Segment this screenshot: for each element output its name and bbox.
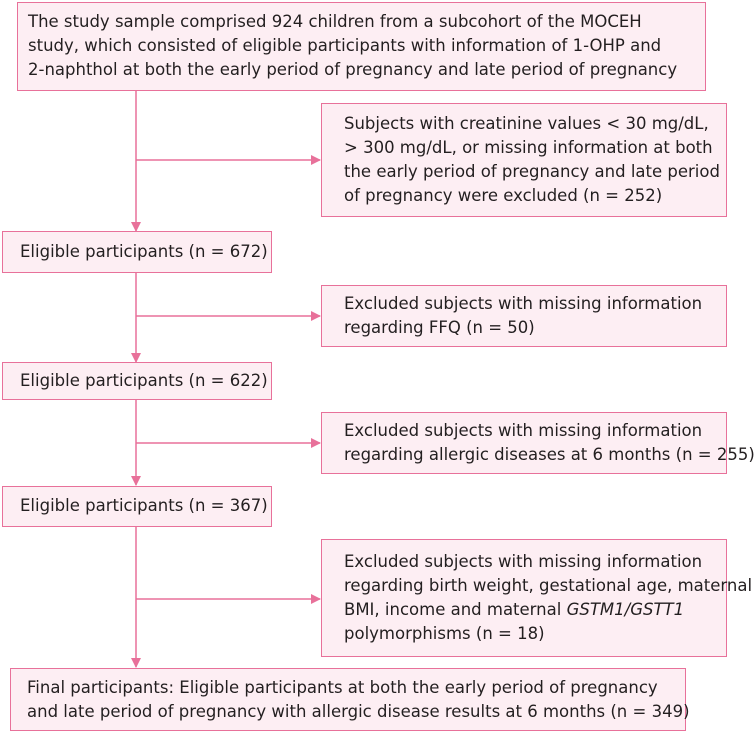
exclusion-1-line-1: Subjects with creatinine values < 30 mg/… — [344, 114, 709, 133]
eligible-box-1: Eligible participants (n = 672) — [2, 231, 272, 273]
start-line-1: The study sample comprised 924 children … — [28, 12, 642, 31]
exclusion-box-4: Excluded subjects with missing informati… — [321, 539, 753, 657]
start-line-3: 2-naphthol at both the early period of p… — [28, 60, 678, 79]
eligible-box-2: Eligible participants (n = 622) — [2, 362, 272, 400]
start-line-2: study, which consisted of eligible parti… — [28, 36, 662, 55]
eligible-1-text: Eligible participants (n = 672) — [20, 242, 268, 261]
exclusion-4-line-3-text: BMI, income and maternal — [344, 600, 562, 619]
exclusion-4-line-3: BMI, income and maternal GSTM1/GSTT1 — [344, 598, 718, 622]
start-box: The study sample comprised 924 children … — [17, 2, 706, 91]
exclusion-2-line-1: Excluded subjects with missing informati… — [344, 294, 703, 313]
exclusion-3-line-2: regarding allergic diseases at 6 months … — [344, 445, 755, 464]
eligible-3-text: Eligible participants (n = 367) — [20, 496, 268, 515]
eligible-box-3: Eligible participants (n = 367) — [2, 486, 272, 527]
exclusion-1-line-2: > 300 mg/dL, or missing information at b… — [344, 138, 713, 157]
eligible-2-text: Eligible participants (n = 622) — [20, 371, 268, 390]
final-box: Final participants: Eligible participant… — [10, 668, 690, 731]
exclusion-2-line-2: regarding FFQ (n = 50) — [344, 318, 535, 337]
exclusion-3-line-1: Excluded subjects with missing informati… — [344, 421, 703, 440]
flow-connectors — [131, 90, 321, 668]
gene-names: GSTM1/GSTT1 — [566, 600, 685, 619]
exclusion-4-line-1: Excluded subjects with missing informati… — [344, 552, 703, 571]
final-line-1: Final participants: Eligible participant… — [27, 678, 658, 697]
exclusion-box-1: Subjects with creatinine values < 30 mg/… — [321, 103, 727, 217]
exclusion-4-line-4: polymorphisms (n = 18) — [344, 624, 545, 643]
exclusion-4-line-2: regarding birth weight, gestational age,… — [344, 576, 753, 595]
final-line-2: and late period of pregnancy with allerg… — [27, 702, 690, 721]
exclusion-1-line-4: of pregnancy were excluded (n = 252) — [344, 186, 663, 205]
exclusion-1-line-3: the early period of pregnancy and late p… — [344, 162, 720, 181]
exclusion-box-3: Excluded subjects with missing informati… — [321, 412, 755, 474]
exclusion-box-2: Excluded subjects with missing informati… — [321, 285, 727, 347]
